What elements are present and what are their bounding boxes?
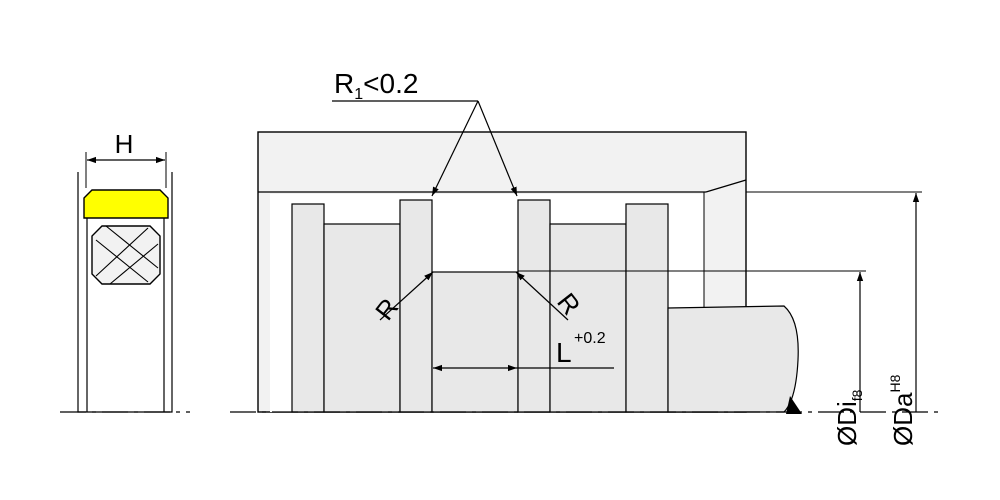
dia-inner-label: ØDif8 [832, 389, 865, 446]
r1-leader-left [431, 100, 479, 197]
groove-length-label: L [556, 337, 572, 368]
land-outer-right [625, 203, 669, 413]
r1-leader-right [477, 100, 518, 197]
r-leader-right [515, 271, 569, 321]
dia-outer-tolerance: H8 [887, 374, 903, 392]
groove-bottom [431, 271, 519, 413]
dia-outer-prefix: Ø [888, 426, 918, 446]
height-label: H [115, 129, 134, 159]
seal-cross-section: H [77, 129, 173, 413]
dia-outer-label: ØDaH8 [887, 374, 918, 446]
slipper-ring [83, 189, 169, 219]
dia-inner-name: Di [832, 401, 862, 426]
rod-end-wedge [786, 396, 802, 414]
land-left [399, 199, 433, 413]
dia-inner-tolerance: f8 [849, 389, 865, 401]
housing-chamfer [705, 179, 747, 193]
land-right [517, 199, 551, 413]
piston-rod [667, 305, 799, 413]
o-ring-hatch [95, 225, 159, 285]
installation-drawing: R1<0.2 R R L +0.2 ØDif8 ØDaH8 [60, 68, 940, 446]
r1-limit: <0.2 [363, 68, 418, 99]
dia-outer-name: Da [888, 392, 918, 426]
o-ring-energizer [91, 225, 161, 285]
r1-subscript: 1 [354, 86, 363, 103]
r1-symbol: R [334, 68, 354, 99]
r1-label: R1<0.2 [334, 68, 418, 103]
dia-inner-prefix: Ø [832, 426, 862, 446]
land-outer-left [291, 203, 325, 413]
r-leader-left [379, 271, 434, 321]
groove-left [323, 223, 401, 413]
groove-length-tolerance: +0.2 [574, 330, 606, 347]
